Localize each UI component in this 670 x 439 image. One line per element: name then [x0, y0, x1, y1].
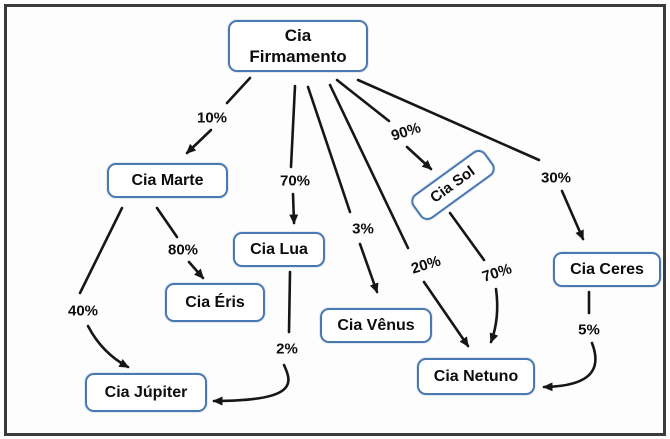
node-cia-netuno: Cia Netuno [417, 358, 535, 395]
arrow-firmamento-marte-upper [225, 76, 252, 105]
pct-marte-jupiter: 40% [67, 302, 99, 320]
arrow-firmamento-netuno-upper [328, 83, 410, 250]
node-cia-firmamento: Cia Firmamento [228, 20, 368, 72]
node-label-line: Firmamento [249, 47, 347, 66]
node-cia-eris: Cia Éris [165, 283, 265, 322]
pct-ceres-netuno: 5% [578, 321, 600, 339]
arrow-sol-netuno-upper [448, 211, 486, 262]
pct-firmamento-marte: 10% [196, 109, 228, 127]
arrow-lua-jupiter-upper [287, 270, 292, 334]
arrow-firmamento-venus-head [358, 242, 379, 294]
arrow-firmamento-sol-upper [335, 78, 391, 123]
node-cia-lua: Cia Lua [233, 232, 325, 267]
arrow-marte-eris-upper [155, 206, 179, 239]
pct-firmamento-venus: 3% [352, 220, 374, 238]
node-cia-marte: Cia Marte [107, 163, 228, 198]
arrow-firmamento-venus-upper [306, 85, 352, 214]
arrow-firmamento-ceres-head [560, 189, 585, 241]
node-cia-venus: Cia Vênus [320, 308, 432, 343]
arrow-marte-jupiter-head [86, 324, 130, 369]
arrow-firmamento-ceres-upper [356, 78, 541, 162]
arrow-firmamento-lua-head [289, 192, 299, 225]
pct-firmamento-lua: 70% [279, 172, 311, 190]
arrow-firmamento-marte-head [185, 128, 213, 155]
arrow-marte-eris-head [187, 260, 205, 280]
arrow-firmamento-lua-upper [289, 84, 297, 169]
pct-marte-eris: 80% [167, 241, 199, 259]
node-label-line: Cia [284, 25, 312, 45]
arrow-sol-netuno-head [489, 287, 499, 344]
pct-lua-jupiter: 2% [276, 340, 298, 358]
arrow-ceres-netuno-curve [542, 341, 597, 392]
node-cia-ceres: Cia Ceres [553, 252, 661, 287]
arrow-marte-jupiter-upper [78, 206, 124, 295]
arrow-lua-jupiter-curve [212, 363, 290, 406]
pct-firmamento-ceres: 30% [540, 169, 572, 187]
arrow-firmamento-netuno-head [422, 280, 470, 348]
arrow-firmamento-sol-head [405, 145, 433, 171]
node-cia-jupiter: Cia Júpiter [85, 373, 207, 412]
